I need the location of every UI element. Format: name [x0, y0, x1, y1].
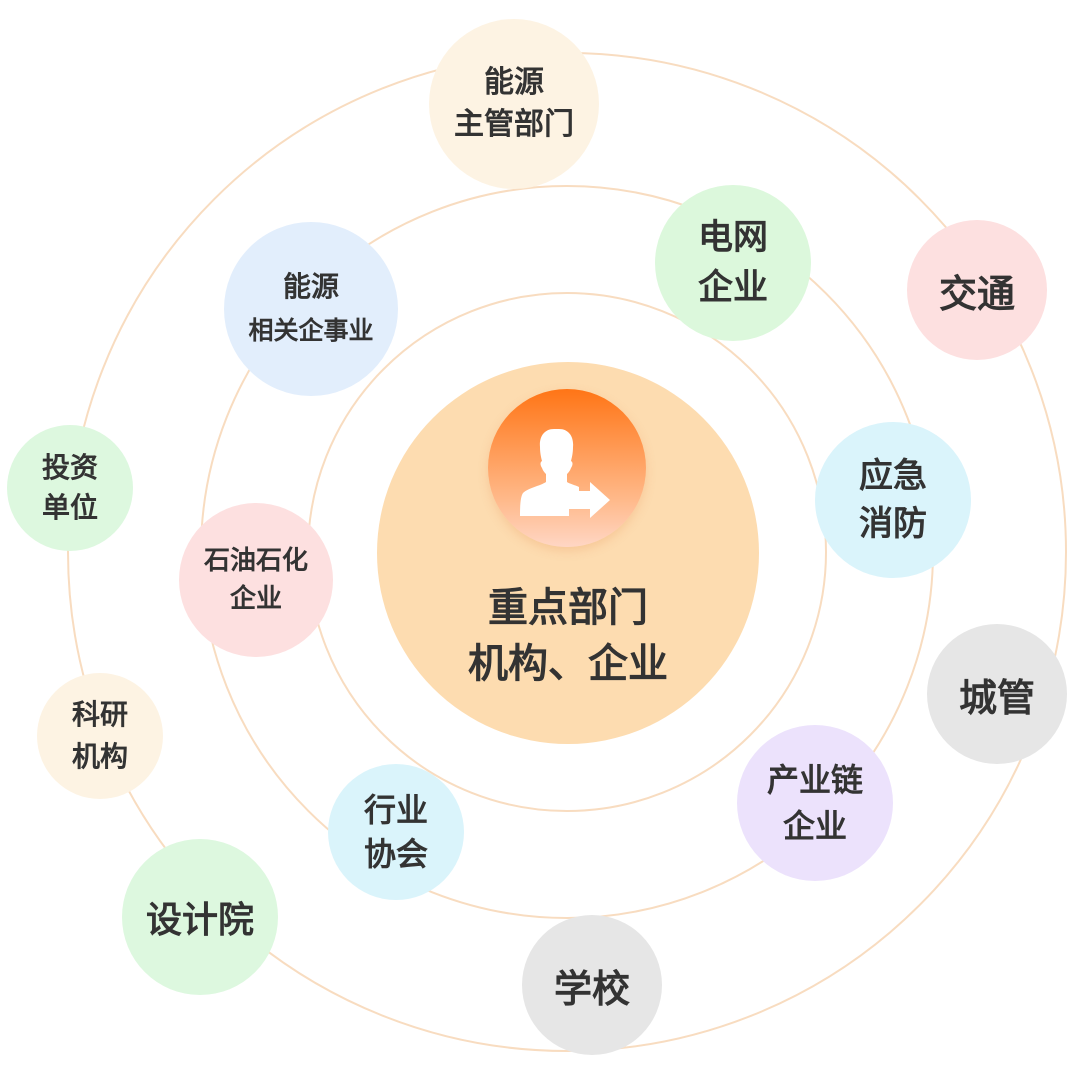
- stakeholder-bubble: 城管: [927, 624, 1067, 764]
- bubble-label-line: 机构: [71, 740, 128, 773]
- stakeholder-bubble: 石油石化企业: [179, 503, 333, 657]
- bubble-label-line: 消防: [859, 504, 927, 544]
- bubble-label-line: 产业链: [766, 761, 863, 799]
- bubble-label-line: 能源: [282, 270, 339, 303]
- bubble-label-line: 投资: [41, 451, 98, 484]
- stakeholder-bubble: 应急消防: [815, 422, 971, 578]
- bubble-label-line: 主管部门: [454, 107, 574, 142]
- bubble-label-line: 电网: [697, 218, 768, 258]
- bubble-label-line: 能源: [484, 65, 544, 100]
- center-title: 重点部门 机构、企业: [377, 580, 759, 692]
- stakeholder-bubble: 电网企业: [655, 185, 811, 341]
- stakeholder-bubble: 投资单位: [7, 425, 133, 551]
- stakeholder-bubble: 学校: [522, 915, 662, 1055]
- bubble-label-line: 相关企事业: [248, 316, 374, 345]
- stakeholder-bubble: 产业链企业: [737, 725, 893, 881]
- stakeholder-bubble: 科研机构: [37, 673, 163, 799]
- bubble-label-line: 城管: [958, 675, 1035, 720]
- stakeholder-bubble: 能源主管部门: [429, 19, 599, 189]
- bubble-label-line: 科研: [71, 698, 128, 731]
- bubble-label-line: 应急: [859, 456, 927, 496]
- stakeholder-bubble: 能源相关企事业: [224, 222, 398, 396]
- stakeholder-bubble: 行业协会: [328, 764, 464, 900]
- bubble-label-line: 学校: [553, 966, 630, 1011]
- bubble-label-line: 石油石化: [203, 546, 308, 576]
- stakeholder-bubble: 交通: [907, 220, 1047, 360]
- user-transfer-icon: [488, 389, 646, 547]
- bubble-label-line: 企业: [782, 807, 847, 845]
- bubble-label-line: 交通: [938, 271, 1015, 316]
- stakeholder-bubble: 设计院: [122, 839, 278, 995]
- bubble-label-line: 单位: [41, 491, 98, 524]
- bubble-label-line: 企业: [697, 268, 768, 308]
- bubble-label-line: 企业: [229, 584, 282, 614]
- center-title-line-2: 机构、企业: [468, 641, 668, 687]
- bubble-label-line: 设计院: [145, 900, 254, 941]
- bubble-label-line: 协会: [363, 835, 428, 873]
- bubble-label-line: 行业: [363, 791, 428, 829]
- center-title-line-1: 重点部门: [488, 585, 648, 631]
